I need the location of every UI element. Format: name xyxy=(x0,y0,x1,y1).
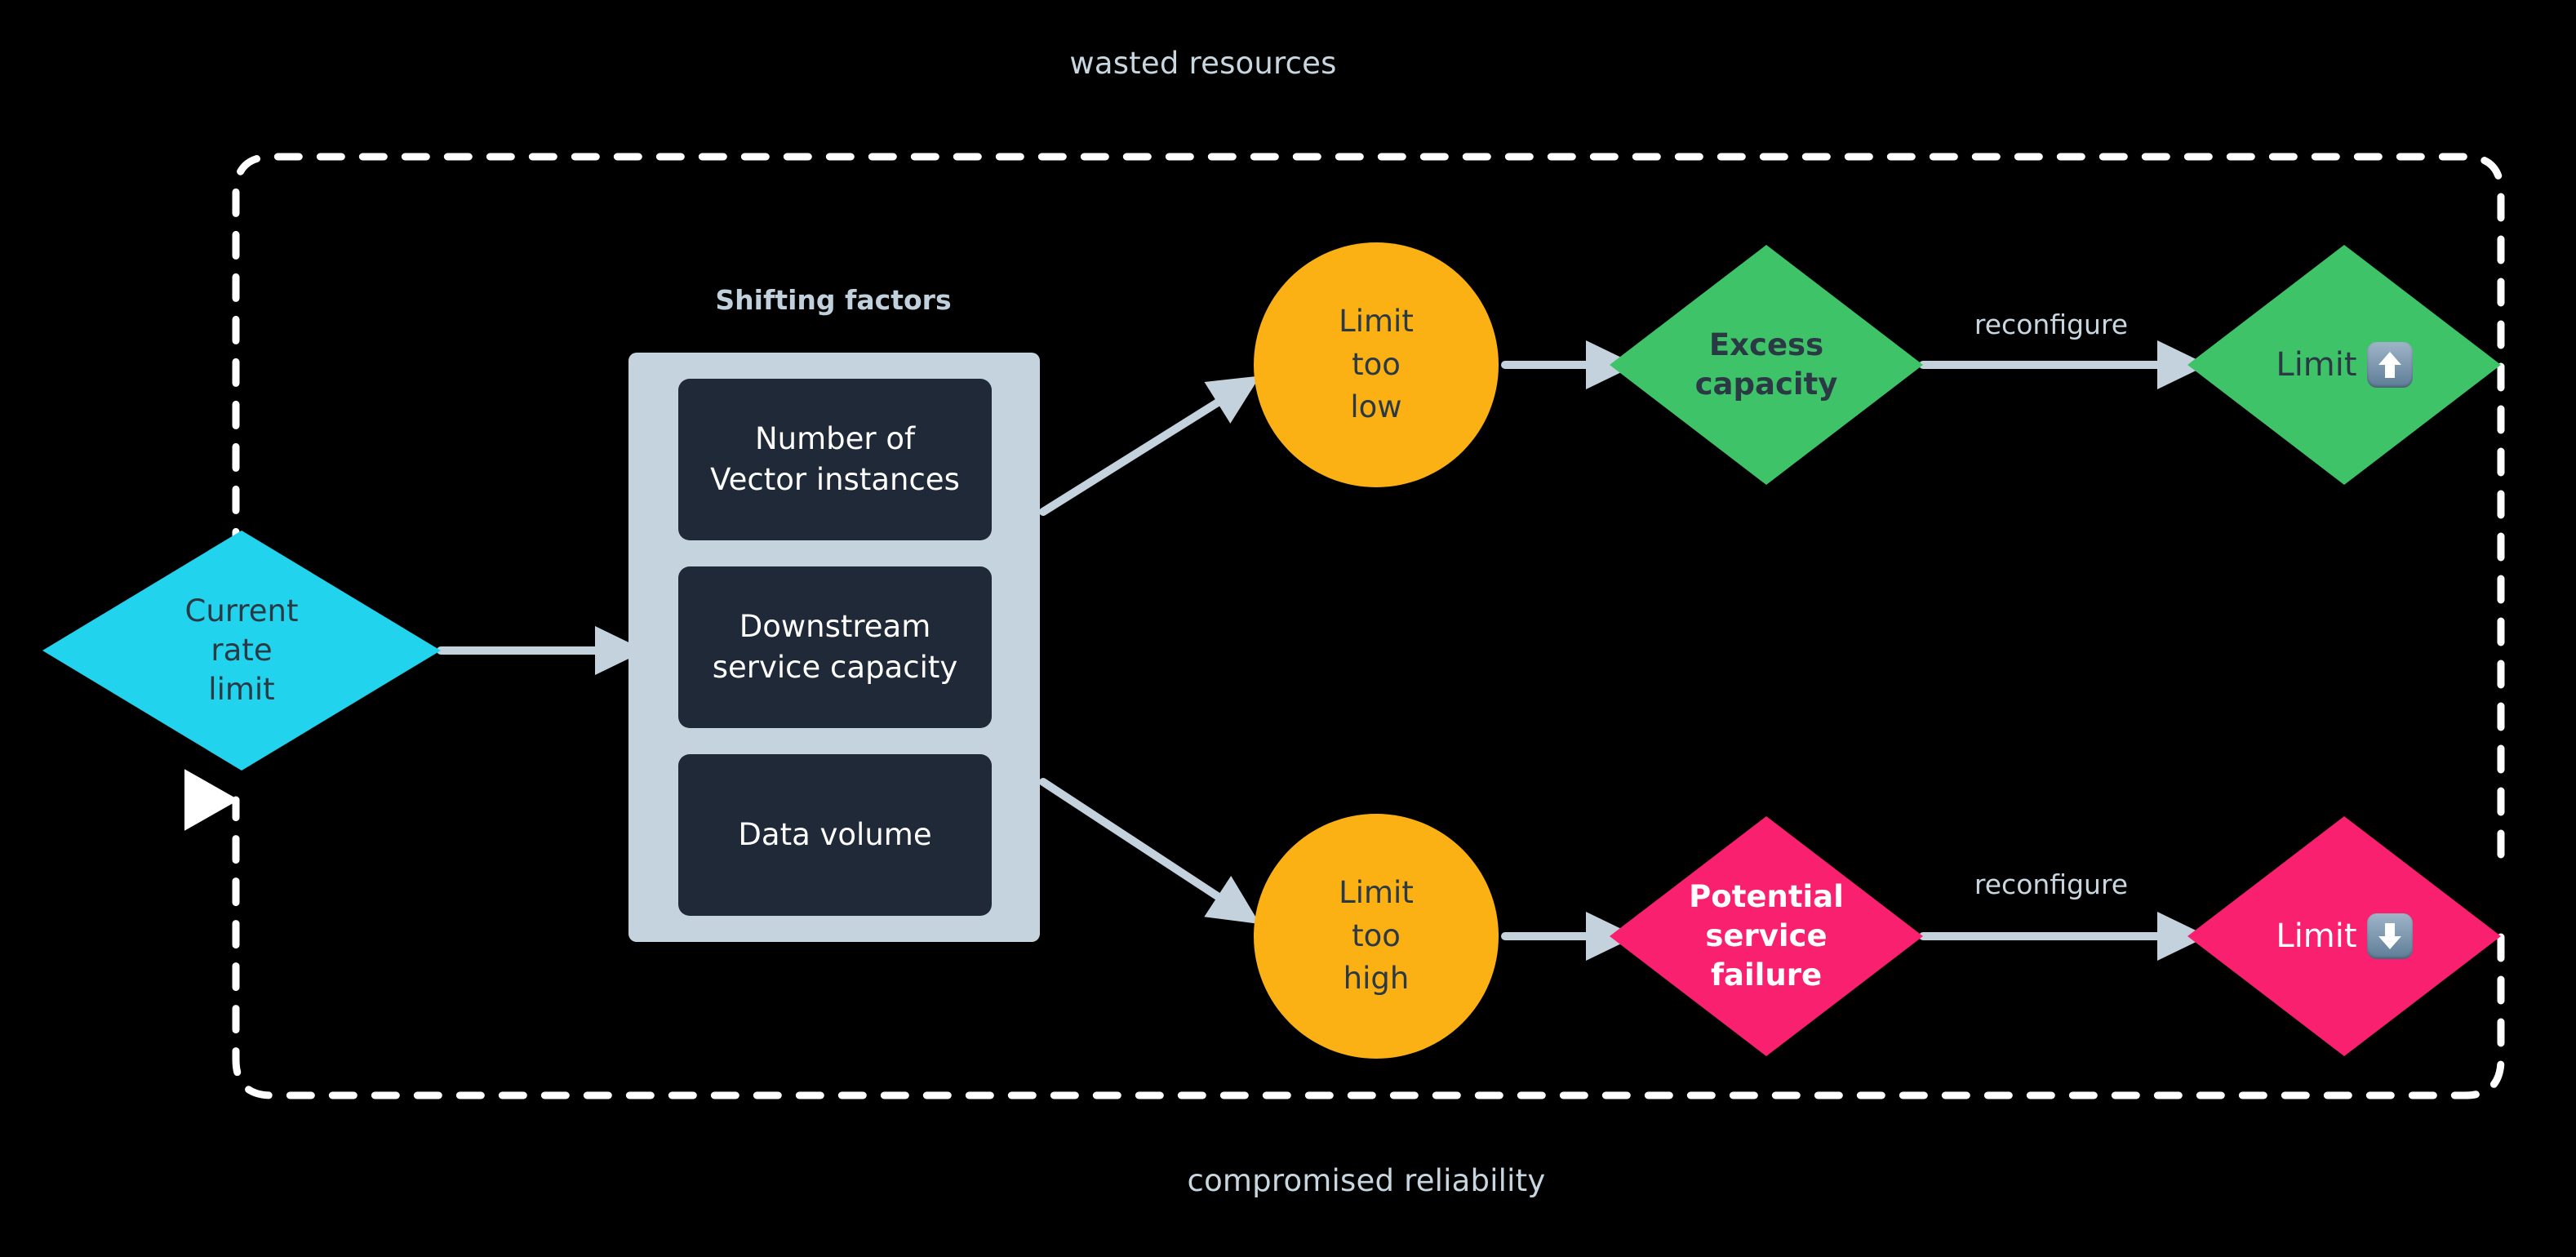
edge-factors-to-limit-too-high xyxy=(1039,778,1260,925)
node-limit-decrease-label: Limit xyxy=(2276,917,2357,955)
factor-data-volume[interactable]: Data volume xyxy=(678,754,992,916)
node-excess-capacity[interactable]: Excess capacity xyxy=(1610,245,1923,485)
caption-compromised-reliability: compromised reliability xyxy=(1187,1163,1546,1198)
node-potential-service-failure-label: Potential service failure xyxy=(1689,878,1844,993)
node-current-rate-limit[interactable]: Current rate limit xyxy=(42,531,441,771)
node-limit-increase[interactable]: Limit xyxy=(2187,245,2501,485)
caption-wasted-resources: wasted resources xyxy=(1069,46,1337,81)
edge-label-reconfigure-bottom: reconfigure xyxy=(1974,868,2129,900)
arrow-up-emoji-icon xyxy=(2366,342,2413,388)
edge-label-reconfigure-top: reconfigure xyxy=(1974,309,2129,340)
node-excess-capacity-label: Excess capacity xyxy=(1694,326,1838,402)
shifting-factors-title: Shifting factors xyxy=(715,284,952,316)
node-potential-service-failure[interactable]: Potential service failure xyxy=(1610,816,1923,1056)
arrow-down-glyph xyxy=(2378,923,2401,949)
node-current-rate-limit-label: Current rate limit xyxy=(184,593,299,708)
edge-factors-to-limit-too-low xyxy=(1039,375,1260,516)
node-limit-too-low[interactable]: Limit too low xyxy=(1254,242,1499,487)
node-limit-increase-content: Limit xyxy=(2187,245,2501,485)
arrow-down-emoji-icon xyxy=(2366,913,2413,959)
node-limit-decrease[interactable]: Limit xyxy=(2187,816,2501,1056)
node-limit-decrease-content: Limit xyxy=(2187,816,2501,1056)
node-limit-increase-label: Limit xyxy=(2276,346,2357,384)
factor-downstream-service-capacity[interactable]: Downstream service capacity xyxy=(678,566,992,728)
arrow-up-glyph xyxy=(2378,352,2401,378)
factor-number-of-vector-instances[interactable]: Number of Vector instances xyxy=(678,379,992,540)
node-limit-too-high[interactable]: Limit too high xyxy=(1254,814,1499,1059)
